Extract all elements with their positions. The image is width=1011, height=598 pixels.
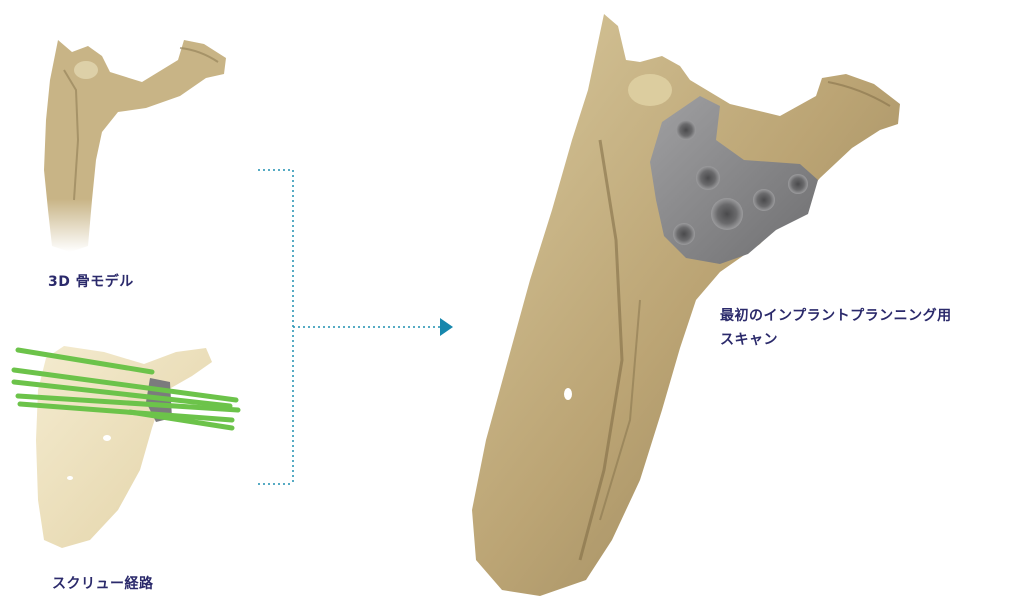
implant-scan-label: 最初のインプラントプランニング用 スキャン bbox=[720, 304, 1010, 352]
connector-lines bbox=[258, 170, 440, 484]
implant-scan-label-line2: スキャン bbox=[720, 328, 1010, 352]
screw-path-label: スクリュー経路 bbox=[52, 572, 154, 596]
bone-model-image bbox=[44, 40, 226, 252]
implant-scan-label-line1: 最初のインプラントプランニング用 bbox=[720, 304, 1010, 328]
bone-model-label: 3D 骨モデル bbox=[48, 270, 134, 294]
arrow-right-icon bbox=[440, 318, 453, 336]
screw-path-image bbox=[14, 346, 238, 548]
